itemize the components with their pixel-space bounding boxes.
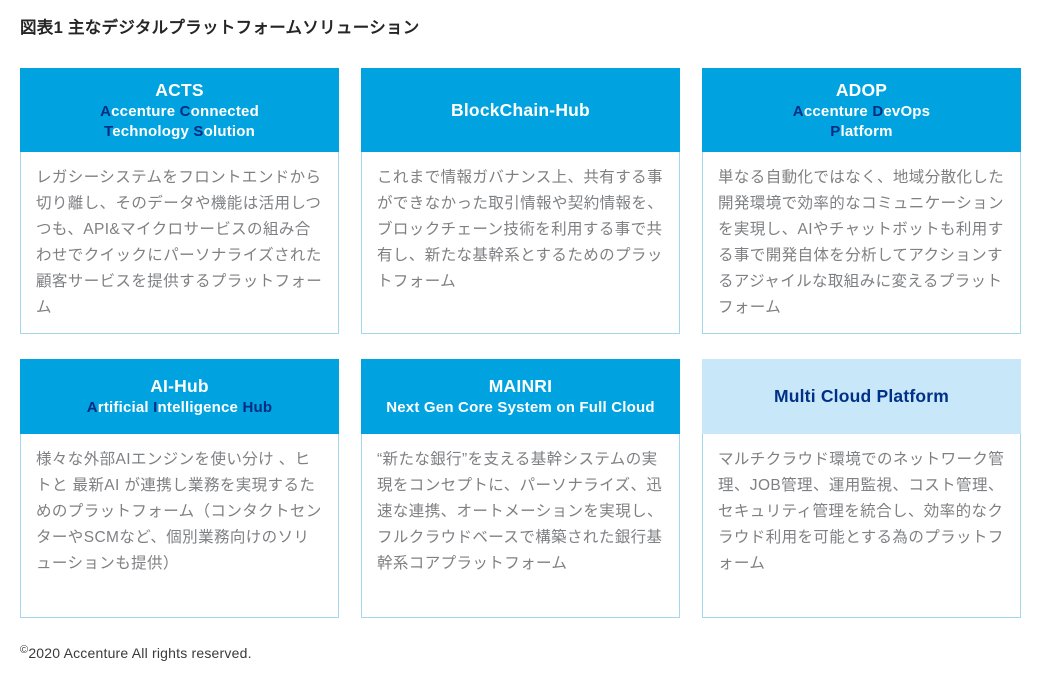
card-title-accent-letter: P: [830, 122, 841, 140]
card-title-segment: BlockChain-Hub: [451, 99, 590, 120]
card-title-line: ACTS: [155, 79, 203, 102]
card-title-segment: ccenture: [111, 102, 180, 120]
card-title-line: Artificial Intelligence Hub: [87, 398, 272, 418]
card-title-accent-letter: D: [872, 102, 884, 120]
card-title-segment: ccenture: [803, 102, 873, 120]
card-body-text: マルチクラウド環境でのネットワーク管理、JOB管理、運用監視、コスト管理、セキュ…: [702, 434, 1021, 618]
card-title-segment: Next Gen Core System on Full Cloud: [386, 399, 655, 416]
card-title-line: ADOP: [836, 79, 887, 102]
copyright-symbol: ©: [20, 644, 29, 656]
card-title-segment: rtificial: [97, 399, 154, 416]
card-body-text: 様々な外部AIエンジンを使い分け 、ヒトと 最新AI が連携し業務を実現するため…: [20, 434, 339, 618]
card-title-accent-letter: C: [179, 102, 191, 120]
card-title-line: MAINRI: [489, 375, 552, 398]
card-title-accent-letter: A: [100, 102, 112, 120]
card-title-segment: AI-Hub: [150, 376, 209, 396]
card-title-accent-letter: Hub: [242, 399, 273, 416]
card-title-line: Accenture DevOps: [793, 102, 930, 122]
card-title-segment: MAINRI: [488, 376, 553, 396]
card-title-line: Multi Cloud Platform: [774, 385, 949, 408]
card-title-line: BlockChain-Hub: [451, 99, 590, 122]
copyright-text: 2020 Accenture All rights reserved.: [28, 645, 252, 661]
card-title-segment: Multi Cloud Platform: [773, 386, 950, 406]
card-title-line: Next Gen Core System on Full Cloud: [386, 398, 655, 418]
figure-title: 図表1 主なデジタルプラットフォームソリューション: [20, 19, 420, 37]
card-title-segment: latform: [840, 122, 893, 140]
card-title-segment: onnected: [190, 102, 259, 120]
card-multi-cloud-platform: Multi Cloud Platform マルチクラウド環境でのネットワーク管理…: [702, 359, 1021, 618]
card-title-accent-letter: I: [153, 399, 158, 416]
card-title-line: AI-Hub: [150, 375, 209, 398]
card-title-segment: ntelligence: [157, 399, 243, 416]
card-blockchain-hub: BlockChain-Hub これまで情報ガバナンス上、共有する事ができなかった…: [361, 68, 680, 334]
card-header: Multi Cloud Platform: [702, 359, 1021, 434]
card-title-accent-letter: A: [792, 102, 804, 120]
card-title-segment: ACTS: [155, 79, 204, 100]
card-title-line: Platform: [830, 122, 892, 142]
card-body-text: これまで情報ガバナンス上、共有する事ができなかった取引情報や契約情報を、ブロック…: [361, 152, 680, 334]
card-title-line: Accenture Connected: [100, 102, 259, 122]
card-header: BlockChain-Hub: [361, 68, 680, 152]
card-title-segment: olution: [203, 122, 256, 140]
card-title-accent-letter: A: [86, 399, 98, 416]
card-title-segment: ADOP: [835, 79, 888, 100]
card-title-accent-letter: S: [193, 122, 204, 140]
card-header: MAINRI Next Gen Core System on Full Cloud: [361, 359, 680, 434]
card-body-text: “新たな銀行”を支える基幹システムの実現をコンセプトに、パーソナライズ、迅速な連…: [361, 434, 680, 618]
card-title-segment: echnology: [112, 122, 194, 140]
card-body-text: レガシーシステムをフロントエンドから切り離し、そのデータや機能は活用しつつも、A…: [20, 152, 339, 334]
copyright: ©2020 Accenture All rights reserved.: [20, 644, 1037, 661]
card-title-segment: evOps: [883, 102, 931, 120]
card-mainri: MAINRI Next Gen Core System on Full Cloud…: [361, 359, 680, 618]
card-title-accent-letter: T: [103, 122, 113, 140]
card-body-text: 単なる自動化ではなく、地域分散化した開発環境で効率的なコミュニケーションを実現し…: [702, 152, 1021, 334]
card-title-line: Technology Solution: [104, 122, 255, 142]
